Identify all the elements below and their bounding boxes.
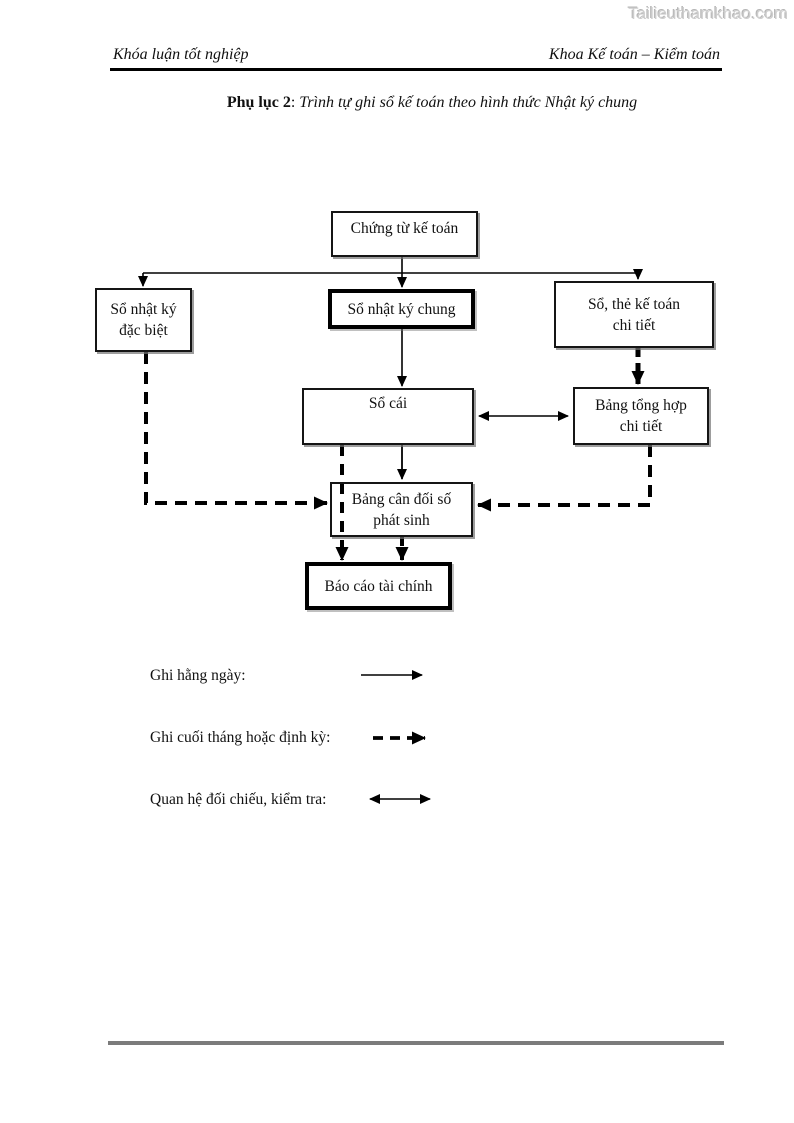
- title-label: Phụ lục 2: [226, 94, 291, 111]
- node-label: Sổ, thẻ kế toán chi tiết: [587, 295, 681, 334]
- node-so-nhat-ky-dac-biet: Sổ nhật ký đặc biệt: [95, 288, 192, 352]
- node-label: Sổ nhật ký đặc biệt: [110, 301, 177, 339]
- node-label: Chứng từ kế toán: [350, 220, 459, 237]
- connector-dacbiet-to-bangcandoi: [144, 352, 328, 510]
- legend-label-daily: Ghi hằng ngày:: [150, 667, 246, 684]
- node-label: Sổ nhật ký chung: [347, 300, 456, 318]
- node-so-cai: Sổ cái: [302, 388, 474, 445]
- node-label: Sổ cái: [368, 395, 408, 412]
- dashed-arrow-icon: [373, 731, 426, 745]
- footer-rule: [108, 1041, 724, 1045]
- title-separator: :: [290, 94, 300, 111]
- header-left-text: Khóa luận tốt nghiệp: [113, 46, 249, 63]
- node-chung-tu-ke-toan: Chứng từ kế toán: [331, 211, 478, 257]
- node-so-the-ke-toan-chi-tiet: Sổ, thẻ kế toán chi tiết: [554, 281, 714, 348]
- legend-label-periodic: Ghi cuối tháng hoặc định kỳ:: [150, 729, 331, 746]
- page-title: Phụ lục 2: Trình tự ghi sổ kế toán theo …: [0, 94, 794, 112]
- header-rule: [110, 68, 722, 71]
- double-arrow-icon: [369, 794, 431, 804]
- title-text: Trình tự ghi sổ kế toán theo hình thức N…: [299, 94, 638, 111]
- node-bang-tong-hop-chi-tiet: Bảng tổng hợp chi tiết: [573, 387, 709, 445]
- legend-label-reconcile: Quan hệ đối chiếu, kiểm tra:: [150, 791, 327, 808]
- node-label: Bảng cân đối số phát sinh: [351, 490, 452, 529]
- solid-arrow-icon: [361, 670, 423, 680]
- node-label: Báo cáo tài chính: [324, 577, 433, 595]
- node-so-nhat-ky-chung: Sổ nhật ký chung: [328, 289, 475, 329]
- node-bao-cao-tai-chinh: Báo cáo tài chính: [305, 562, 452, 610]
- watermark: Tailieuthamkhao.com: [628, 4, 788, 23]
- header-right-text: Khoa Kế toán – Kiểm toán: [548, 46, 720, 63]
- node-bang-can-doi-so-phat-sinh: Bảng cân đối số phát sinh: [330, 482, 473, 537]
- connector-bangtonghop-to-bangcandoi: [477, 445, 652, 512]
- node-label: Bảng tổng hợp chi tiết: [595, 397, 687, 435]
